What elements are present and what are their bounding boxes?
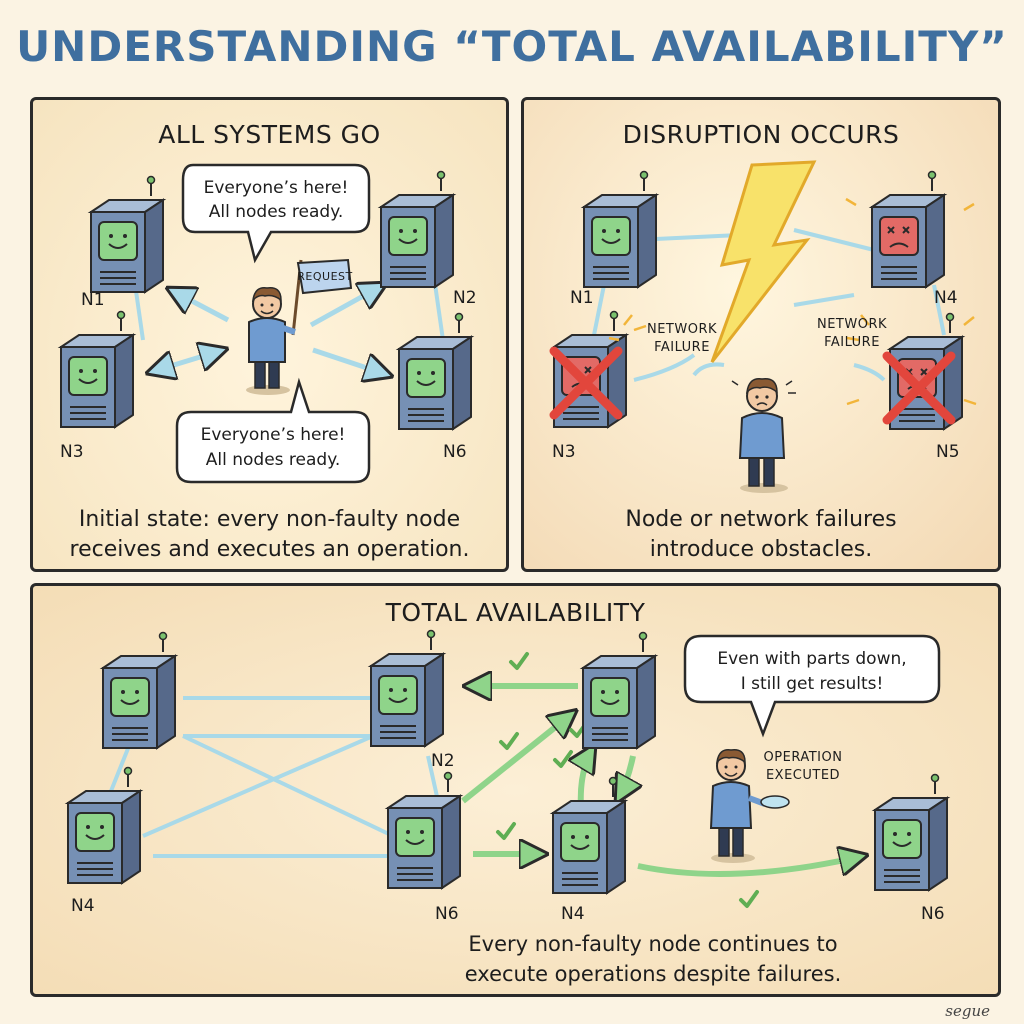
speech-bubble: Even with parts down, I still get result… bbox=[683, 634, 941, 738]
server-n1 bbox=[90, 175, 164, 293]
node-label-n6: N6 bbox=[435, 904, 459, 924]
worried-person bbox=[731, 378, 796, 493]
panel-title: DISRUPTION OCCURS bbox=[622, 120, 900, 149]
link-line bbox=[853, 363, 886, 382]
link-line bbox=[633, 353, 696, 382]
server-n4-right bbox=[552, 776, 626, 894]
node-label-n6: N6 bbox=[921, 904, 945, 924]
server bbox=[582, 631, 656, 749]
mesh-links bbox=[101, 696, 440, 858]
server-n4 bbox=[67, 766, 141, 884]
server-n6-right bbox=[874, 773, 948, 891]
server bbox=[102, 631, 176, 749]
arrow bbox=[151, 350, 223, 372]
signature: segue bbox=[945, 1002, 990, 1020]
operation-executed-label: EXECUTED bbox=[766, 768, 840, 783]
arrow bbox=[312, 347, 388, 375]
person-with-result bbox=[709, 749, 790, 863]
svg-text:All nodes ready.: All nodes ready. bbox=[209, 202, 344, 222]
network-failure-label: FAILURE bbox=[824, 335, 880, 350]
svg-text:Everyone’s here!: Everyone’s here! bbox=[204, 178, 349, 198]
panel-title: TOTAL AVAILABILITY bbox=[385, 598, 646, 627]
node-label-n3: N3 bbox=[552, 442, 576, 462]
spark-icon bbox=[608, 197, 977, 406]
node-label-n2: N2 bbox=[453, 288, 477, 308]
svg-text:Even with parts down,: Even with parts down, bbox=[717, 649, 906, 669]
svg-text:Everyone’s here!: Everyone’s here! bbox=[201, 425, 346, 445]
node-label-n1: N1 bbox=[570, 288, 594, 308]
svg-text:All nodes ready.: All nodes ready. bbox=[206, 450, 341, 470]
panel-caption: Node or network failures introduce obsta… bbox=[625, 507, 897, 562]
panel-total-availability: TOTAL AVAILABILITY bbox=[30, 583, 1001, 997]
link-line bbox=[692, 362, 725, 377]
panel-title: ALL SYSTEMS GO bbox=[158, 120, 381, 149]
node-label-n4: N4 bbox=[934, 288, 958, 308]
arrow bbox=[171, 290, 230, 323]
svg-text:I still get results!: I still get results! bbox=[741, 674, 884, 694]
panel2-diagram: NETWORK FAILURE NETWORK FAILURE N1 N4 N3… bbox=[524, 160, 977, 493]
panel-caption: Every non-faulty node continues to execu… bbox=[464, 932, 842, 986]
panel3-diagram: N2 N4 N6 N4 N6 Even with parts down, I s… bbox=[67, 629, 948, 924]
node-label-n2: N2 bbox=[431, 751, 455, 771]
person-with-flag: REQUEST bbox=[246, 258, 352, 395]
server-n6 bbox=[398, 312, 472, 430]
server-n3 bbox=[60, 310, 134, 428]
flag-label: REQUEST bbox=[297, 270, 352, 283]
server-n1 bbox=[583, 170, 657, 288]
network-failure-label: NETWORK bbox=[817, 317, 887, 332]
lightning-bolt-icon bbox=[710, 160, 817, 363]
server-n4-failed bbox=[871, 170, 945, 288]
link-line bbox=[932, 284, 946, 336]
node-label-n6: N6 bbox=[443, 442, 467, 462]
node-label-n3: N3 bbox=[60, 442, 84, 462]
link-line bbox=[793, 293, 855, 307]
page-title: UNDERSTANDING “TOTAL AVAILABILITY” bbox=[16, 22, 1008, 71]
speech-bubble-bottom: Everyone’s here! All nodes ready. bbox=[175, 377, 371, 484]
server-n2 bbox=[370, 629, 444, 747]
operation-executed-label: OPERATION bbox=[764, 750, 843, 765]
network-failure-label: FAILURE bbox=[654, 340, 710, 355]
node-label-n1: N1 bbox=[81, 290, 105, 310]
node-label-n5: N5 bbox=[936, 442, 960, 462]
link-line bbox=[592, 284, 606, 336]
panel-caption: Initial state: every non-faulty node rec… bbox=[69, 507, 470, 562]
link-line bbox=[793, 228, 875, 252]
panel-disruption-occurs: DISRUPTION OCCURS bbox=[521, 97, 1001, 572]
panel1-diagram: N1 N2 N3 N6 Everyone’s here! All nodes r… bbox=[60, 163, 477, 484]
speech-bubble-top: Everyone’s here! All nodes ready. bbox=[181, 163, 371, 264]
arrow bbox=[309, 285, 383, 328]
node-label-n4: N4 bbox=[71, 896, 95, 916]
result-token-icon bbox=[760, 795, 790, 809]
panel-all-systems-go: ALL SYSTEMS GO bbox=[30, 97, 509, 572]
network-failure-label: NETWORK bbox=[647, 322, 717, 337]
server-n6 bbox=[387, 771, 461, 889]
node-label-n4: N4 bbox=[561, 904, 585, 924]
server-n2 bbox=[380, 170, 454, 288]
